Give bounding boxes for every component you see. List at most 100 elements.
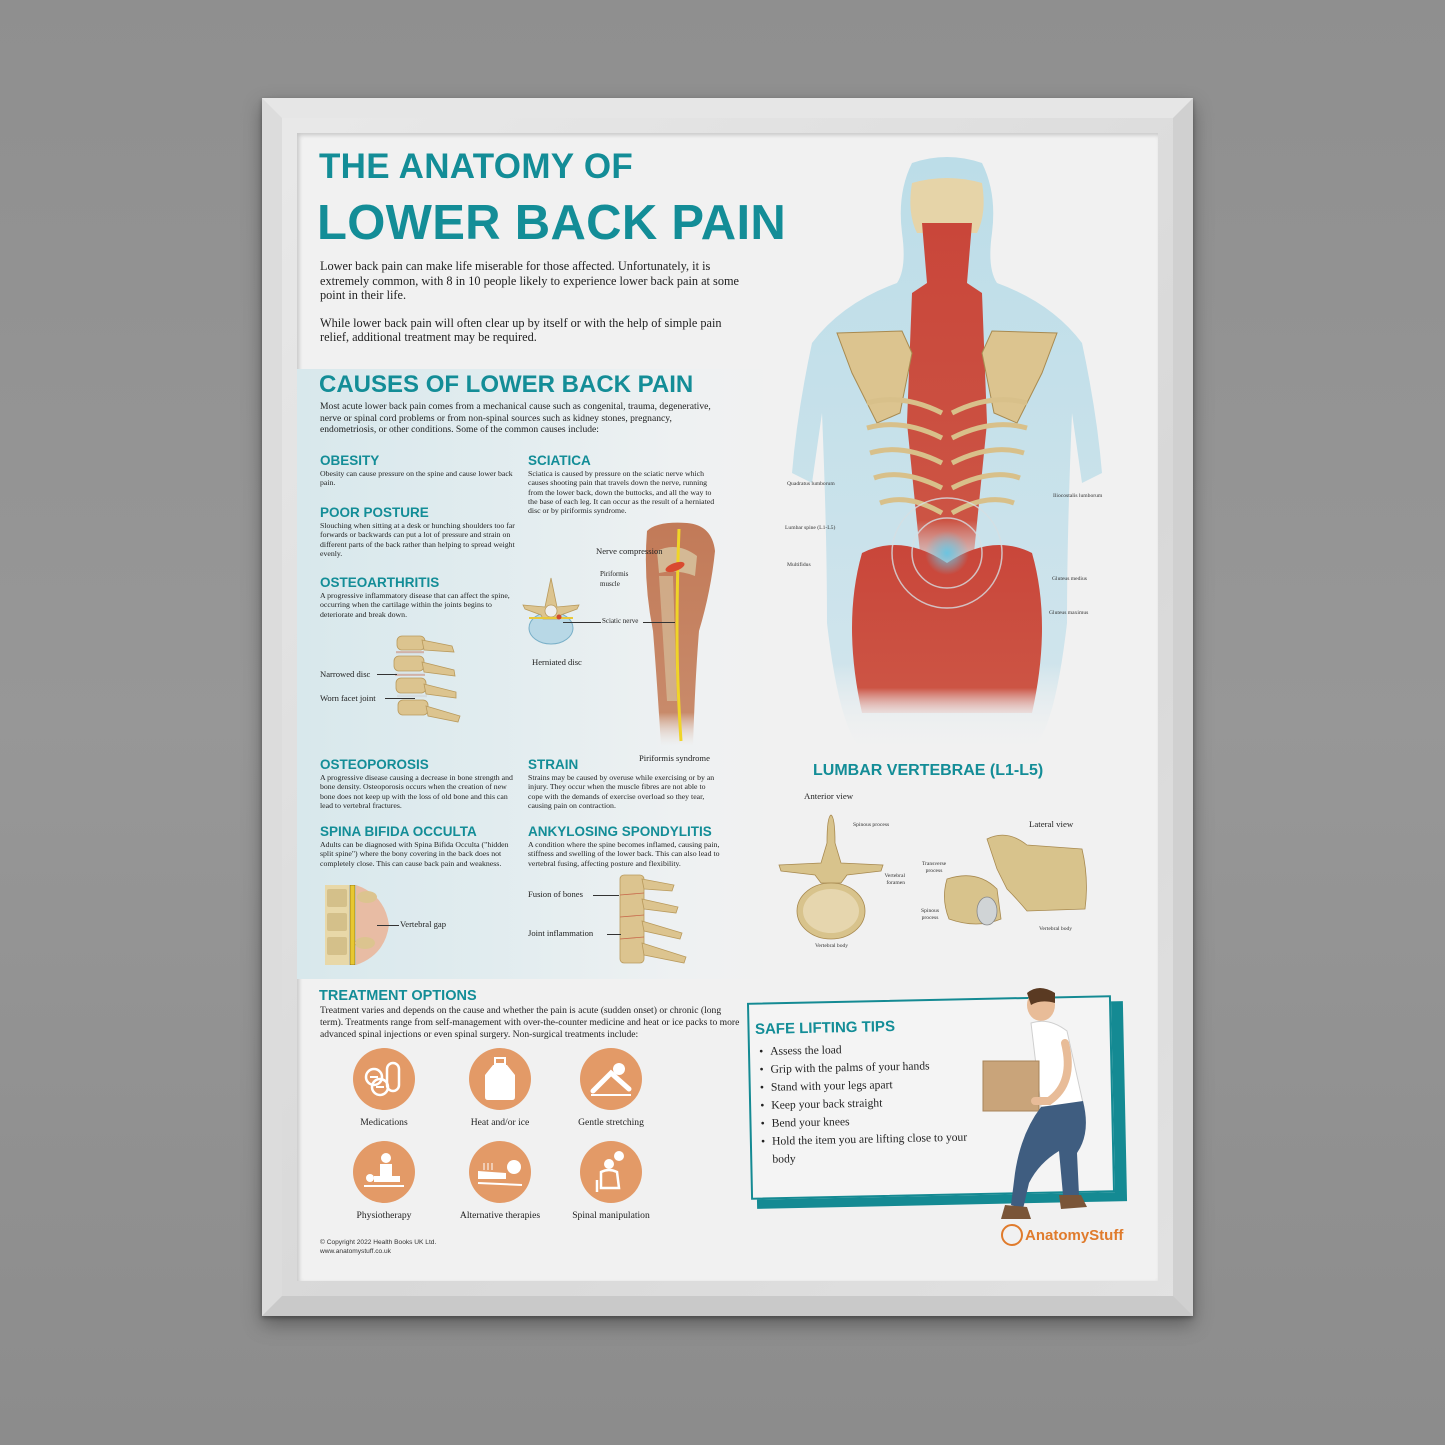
copyright-footer: © Copyright 2022 Health Books UK Ltd. ww… — [320, 1239, 436, 1256]
lateral-view-label: Lateral view — [1029, 819, 1074, 829]
treatment-label: Spinal manipulation — [572, 1210, 650, 1221]
cause-text: Slouching when sitting at a desk or hunc… — [320, 521, 515, 558]
label-spinous-process-lateral: Spinous process — [920, 908, 940, 921]
cause-title: SPINA BIFIDA OCCULTA — [320, 824, 477, 839]
cause-text: Obesity can cause pressure on the spine … — [320, 469, 513, 488]
cause-osteoarthritis: OSTEOARTHRITIS A progressive inflammator… — [320, 575, 510, 619]
treatment-intro: Treatment varies and depends on the caus… — [320, 1005, 740, 1040]
label-transverse-process: Transverse process — [921, 861, 947, 874]
label-worn-facet-joint: Worn facet joint — [320, 693, 376, 703]
label-joint-inflammation: Joint inflammation — [528, 928, 594, 938]
tip-item: Hold the item you are lifting close to y… — [761, 1128, 982, 1169]
label-sciatic-nerve: Sciatic nerve — [602, 617, 639, 625]
treatment-title: TREATMENT OPTIONS — [319, 988, 477, 1004]
label-multifidus: Multifidus — [787, 562, 811, 568]
leader-line — [643, 622, 675, 623]
label-lumbar-spine: Lumbar spine (L1-L5) — [785, 525, 836, 531]
treatment-gentle-stretching: Gentle stretching — [556, 1048, 666, 1128]
website-text: www.anatomystuff.co.uk — [320, 1247, 391, 1255]
cause-title: STRAIN — [528, 757, 579, 772]
cause-poor-posture: POOR POSTURE Slouching when sitting at a… — [320, 505, 517, 558]
label-iliocostalis-lumborum: Iliocostalis lumborum — [1053, 493, 1103, 499]
title-line-1: THE ANATOMY OF — [319, 147, 634, 186]
label-narrowed-disc: Narrowed disc — [320, 669, 371, 679]
physiotherapy-icon — [353, 1141, 415, 1203]
cause-text: A condition where the spine becomes infl… — [528, 840, 720, 868]
cause-title: POOR POSTURE — [320, 505, 429, 520]
cause-ankylosing-spondylitis: ANKYLOSING SPONDYLITIS A condition where… — [528, 824, 723, 868]
anatomystuff-logo: AnatomyStuff — [1001, 1224, 1123, 1246]
pills-icon — [353, 1048, 415, 1110]
cause-text: Strains may be caused by overuse while e… — [528, 773, 715, 810]
treatment-label: Gentle stretching — [578, 1117, 644, 1128]
herniated-disc-illustration — [522, 577, 580, 645]
intro-paragraph-2: While lower back pain will often clear u… — [320, 315, 722, 345]
back-muscles-illustration — [792, 157, 1102, 753]
cause-title: ANKYLOSING SPONDYLITIS — [528, 824, 712, 839]
spina-bifida-illustration — [325, 885, 389, 965]
cause-text: Adults can be diagnosed with Spina Bifid… — [320, 840, 509, 868]
intro-paragraph-1: Lower back pain can make life miserable … — [320, 259, 739, 302]
logo-figure-icon — [1001, 1224, 1023, 1246]
label-gluteus-maximus: Gluteus maximus — [1049, 610, 1089, 616]
cause-obesity: OBESITY Obesity can cause pressure on th… — [320, 453, 515, 488]
piriformis-leg-illustration — [645, 522, 715, 746]
leader-line — [563, 622, 601, 623]
cause-text: A progressive inflammatory disease that … — [320, 591, 510, 619]
lateral-vertebra-illustration — [944, 834, 1087, 926]
label-piriformis-syndrome: Piriformis syndrome — [639, 753, 710, 763]
ankylosing-spine-illustration — [619, 874, 687, 964]
causes-intro: Most acute lower back pain comes from a … — [320, 401, 711, 435]
cause-strain: STRAIN Strains may be caused by overuse … — [528, 757, 718, 810]
label-quadratus-lumborum: Quadratus lumborum — [787, 481, 835, 487]
anterior-vertebra-illustration — [778, 814, 884, 940]
lumbar-title: LUMBAR VERTEBRAE (L1-L5) — [813, 762, 1044, 779]
cause-title: OSTEOPOROSIS — [320, 757, 429, 772]
intro-text: Lower back pain can make life miserable … — [320, 259, 740, 345]
label-vertebral-body-lateral: Vertebral body — [1039, 926, 1073, 932]
treatment-label: Alternative therapies — [459, 1210, 541, 1221]
lifting-tips-title: SAFE LIFTING TIPS — [754, 1018, 896, 1038]
leader-line — [377, 925, 399, 926]
cause-title: OSTEOARTHRITIS — [320, 575, 440, 590]
label-nerve-compression: Nerve compression — [596, 546, 663, 556]
treatment-medications: Medications — [329, 1048, 439, 1128]
person-lifting-illustration — [982, 988, 1087, 1219]
leader-line — [593, 895, 619, 896]
leader-line — [377, 674, 397, 675]
stretching-icon — [580, 1048, 642, 1110]
treatment-label: Physiotherapy — [356, 1210, 412, 1221]
hot-water-bottle-icon — [469, 1048, 531, 1110]
copyright-text: © Copyright 2022 Health Books UK Ltd. — [320, 1239, 437, 1246]
poster: THE ANATOMY OF LOWER BACK PAIN Lower bac… — [297, 133, 1158, 1281]
logo-text: AnatomyStuff — [1025, 1226, 1124, 1244]
manipulation-icon — [580, 1141, 642, 1203]
leader-line — [607, 934, 621, 935]
osteoarthritis-spine-illustration — [393, 635, 461, 723]
cause-sciatica: SCIATICA Sciatica is caused by pressure … — [528, 453, 718, 515]
cause-osteoporosis: OSTEOPOROSIS A progressive disease causi… — [320, 757, 515, 810]
label-herniated-disc: Herniated disc — [532, 657, 582, 667]
treatment-label: Heat and/or ice — [470, 1117, 530, 1128]
label-spinous-process: Spinous process — [853, 822, 890, 828]
leader-line — [385, 698, 415, 699]
causes-title: CAUSES OF LOWER BACK PAIN — [319, 371, 694, 398]
label-gluteus-medius: Gluteus medius — [1052, 576, 1087, 582]
treatment-heat-ice: Heat and/or ice — [445, 1048, 555, 1128]
cause-text: A progressive disease causing a decrease… — [320, 773, 513, 810]
label-vertebral-gap: Vertebral gap — [400, 919, 447, 929]
treatment-label: Medications — [360, 1117, 408, 1128]
acupuncture-icon — [469, 1141, 531, 1203]
label-vertebral-body: Vertebral body — [815, 943, 849, 949]
label-piriformis-muscle: Piriformis muscle — [600, 570, 629, 588]
title-line-2: LOWER BACK PAIN — [317, 196, 787, 250]
treatment-physiotherapy: Physiotherapy — [329, 1141, 439, 1221]
cause-spina-bifida: SPINA BIFIDA OCCULTA Adults can be diagn… — [320, 824, 515, 868]
cause-text: Sciatica is caused by pressure on the sc… — [528, 469, 715, 516]
lifting-tips-list: Assess the load Grip with the palms of y… — [759, 1038, 982, 1169]
label-vertebral-foramen: Vertebral foramen — [884, 873, 906, 886]
treatment-alternative-therapies: Alternative therapies — [445, 1141, 555, 1221]
label-fusion-of-bones: Fusion of bones — [528, 889, 583, 899]
treatment-spinal-manipulation: Spinal manipulation — [556, 1141, 666, 1221]
cause-title: OBESITY — [320, 453, 380, 468]
